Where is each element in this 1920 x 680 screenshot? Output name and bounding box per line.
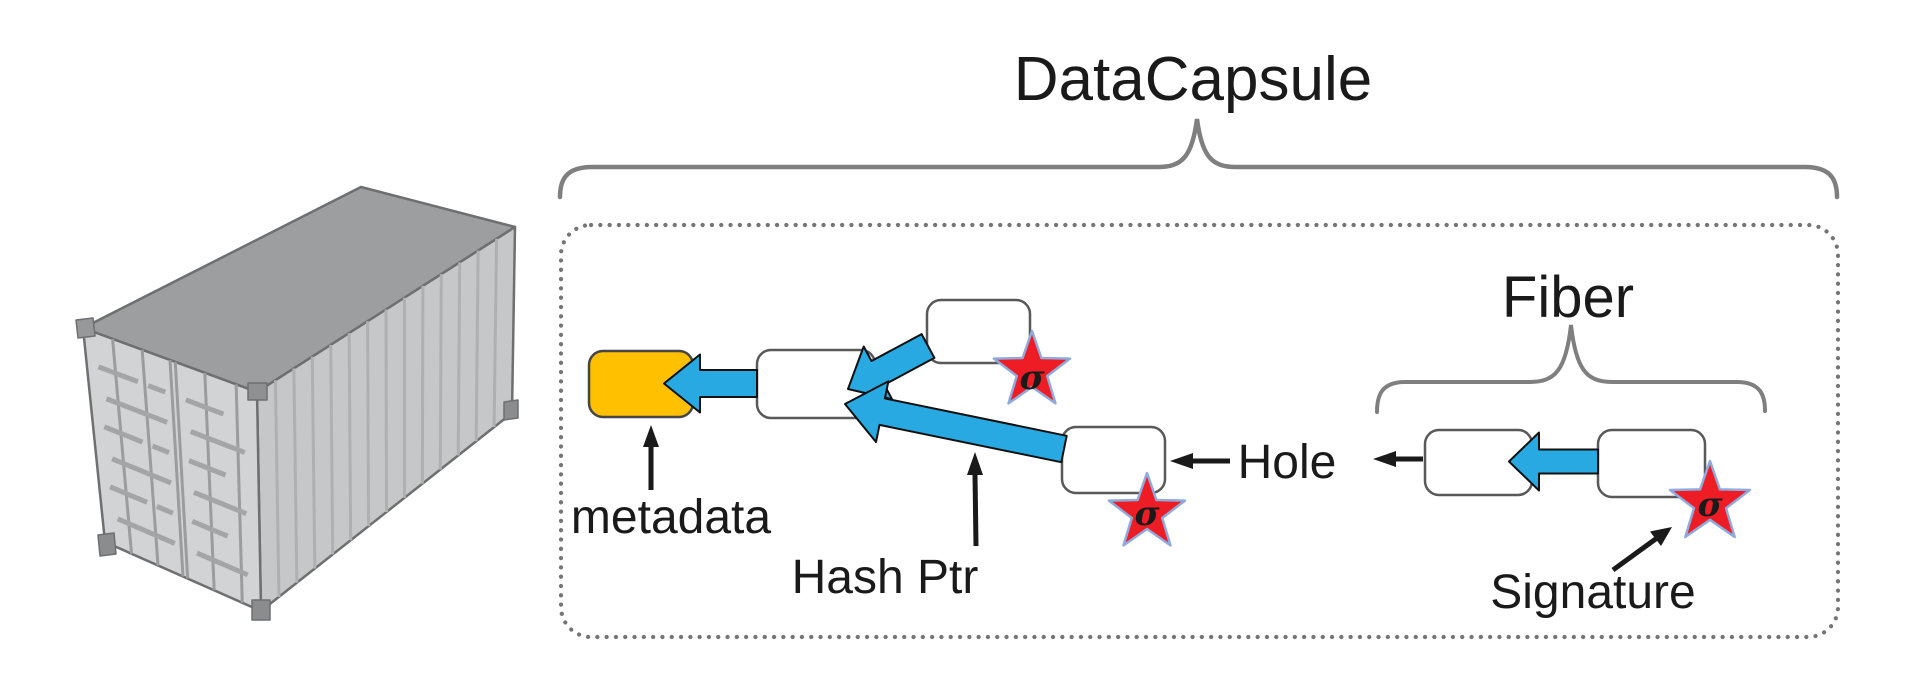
hole-label: Hole bbox=[1238, 436, 1337, 489]
container-detail-line bbox=[140, 349, 160, 566]
container-detail-line bbox=[103, 424, 144, 445]
hole-pointer-arrowhead bbox=[1170, 453, 1193, 469]
container-detail-line bbox=[420, 285, 425, 484]
container-detail-line bbox=[168, 359, 185, 577]
container-detail-line bbox=[347, 333, 353, 541]
hole-pointer-arrowhead bbox=[1373, 451, 1396, 467]
container-corner-foot bbox=[503, 399, 519, 421]
container-corner-fitting bbox=[75, 317, 96, 339]
hash-pointer-arrow bbox=[663, 353, 758, 414]
container-detail-line bbox=[97, 364, 139, 385]
sigma-glyph: σ bbox=[1019, 358, 1045, 398]
container-detail-line bbox=[116, 516, 176, 546]
container-detail-line bbox=[196, 550, 249, 578]
signature-pointer-arrowhead bbox=[1650, 527, 1672, 546]
hashptr-pointer-arrowhead bbox=[967, 452, 983, 475]
signature-star-icon bbox=[992, 329, 1072, 405]
shipping-container-icon bbox=[75, 185, 519, 621]
container-detail-line bbox=[188, 458, 227, 478]
fiber-label: Fiber bbox=[1502, 265, 1634, 330]
hashptr-pointer-arrow bbox=[972, 473, 979, 547]
datacapsule-label: DataCapsule bbox=[1014, 45, 1372, 114]
container-detail-line bbox=[456, 262, 462, 456]
container-detail-line bbox=[155, 504, 174, 516]
hash-pointer-arrow bbox=[1508, 431, 1599, 492]
container-corner-foot bbox=[251, 599, 271, 621]
container-detail-line bbox=[105, 396, 169, 425]
container-detail-line bbox=[151, 443, 171, 455]
sigma-glyph: σ bbox=[1134, 494, 1160, 534]
signature-star-icon bbox=[1107, 471, 1187, 547]
container-detail-line bbox=[184, 397, 225, 417]
fiber-brace bbox=[1375, 324, 1767, 414]
datacapsule-brace bbox=[557, 118, 1840, 200]
signature-pointer-arrow bbox=[1611, 535, 1659, 573]
annotation-arrows bbox=[643, 425, 1672, 573]
record-block bbox=[925, 298, 1032, 365]
signature-label: Signature bbox=[1490, 566, 1695, 619]
container-detail-line bbox=[492, 238, 499, 428]
container-detail-line bbox=[273, 380, 281, 597]
container-detail-line bbox=[310, 356, 317, 569]
container-corrugation bbox=[97, 238, 499, 603]
container-detail-line bbox=[366, 321, 371, 527]
hash-ptr-label: Hash Ptr bbox=[792, 551, 979, 604]
container-detail-line bbox=[111, 456, 172, 486]
hash-pointer-arrow bbox=[844, 380, 1068, 464]
container-detail-line bbox=[109, 484, 149, 505]
metadata-pointer-arrowhead bbox=[643, 425, 659, 447]
hash-pointer-arrow bbox=[847, 333, 936, 401]
container-corner-foot bbox=[97, 532, 117, 557]
container-detail-line bbox=[292, 368, 299, 583]
container-detail-line bbox=[147, 383, 167, 395]
record-block bbox=[1596, 428, 1707, 499]
metadata-label: metadata bbox=[571, 491, 771, 544]
sigma-glyph: σ bbox=[1697, 485, 1723, 525]
hash-pointer-arrows bbox=[663, 333, 1599, 492]
container-detail-line bbox=[329, 344, 335, 555]
datacapsule-boundary bbox=[558, 222, 1841, 640]
container-detail-line bbox=[234, 384, 244, 603]
container-detail-line bbox=[474, 250, 480, 442]
container-detail-line bbox=[191, 518, 229, 539]
container-detail-line bbox=[189, 429, 246, 455]
signature-star-icon bbox=[1668, 459, 1752, 539]
container-detail-line bbox=[384, 309, 388, 513]
container-detail-line bbox=[192, 489, 248, 516]
container-detail-line bbox=[438, 274, 443, 470]
signature-stars: σ σ σ bbox=[992, 329, 1752, 547]
container-detail-line bbox=[173, 361, 190, 579]
container-corner-fitting bbox=[247, 382, 268, 401]
